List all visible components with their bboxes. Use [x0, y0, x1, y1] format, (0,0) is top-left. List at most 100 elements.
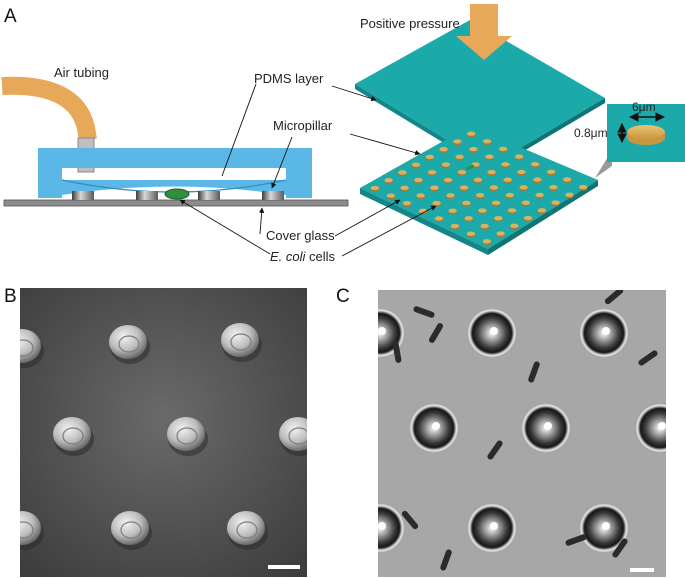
- phase-pillar-center: [490, 522, 498, 530]
- micropillar-3d-top: [489, 185, 499, 190]
- ecoli-cell: [413, 306, 435, 318]
- micropillar-3d-top: [418, 208, 428, 214]
- micropillar-3d-top: [519, 185, 528, 190]
- micropillar-3d-top: [384, 177, 393, 183]
- sem-pillar: [167, 417, 205, 451]
- micropillar-3d-top: [480, 223, 489, 229]
- micropillar-3d-top: [469, 146, 478, 152]
- pdms-pointer-left: [221, 83, 257, 177]
- micropillar-3d-top: [466, 231, 476, 236]
- phase-pillar: [378, 503, 405, 553]
- label-width-dim: 6μm: [632, 100, 656, 114]
- micropillar-3d-top: [501, 162, 510, 167]
- micropillar-3d-top: [496, 231, 505, 236]
- micropillar-3d-top: [443, 177, 453, 183]
- ecoli-pointer-left: [179, 199, 271, 255]
- micropillar-3d-top: [450, 223, 460, 229]
- micropillar-3d-top: [482, 139, 492, 144]
- micropillar-3d-top: [494, 215, 503, 221]
- ecoli-pointer-right: [341, 205, 437, 257]
- micropillar-3d-top: [398, 170, 407, 175]
- micropillars-side: [72, 191, 284, 200]
- micropillar-3d-top: [517, 169, 526, 175]
- micropillar-3d-top: [402, 200, 412, 206]
- micropillar-3d-top: [434, 216, 444, 221]
- panel-label-c: C: [336, 286, 350, 307]
- ecoli-cell: [392, 341, 402, 363]
- micropillar-3d-top: [430, 185, 439, 190]
- ecoli-cell-side: [164, 188, 190, 200]
- label-ecoli: E. coli cells: [270, 249, 336, 264]
- micropillar-3d-top: [459, 185, 469, 190]
- micropillar-3d-top: [446, 193, 455, 198]
- micropillar-3d-top: [425, 154, 435, 160]
- micropillar-pointer-right: [349, 133, 421, 156]
- phase-pillar-center: [432, 422, 440, 430]
- micropillar-3d-top: [462, 200, 471, 206]
- pressure-arrow: [456, 4, 512, 60]
- micropillar-3d-top: [491, 200, 501, 206]
- zoom-connector: [595, 150, 612, 178]
- sem-pillar-rim: [120, 521, 142, 539]
- micropillar-3d-top: [551, 200, 560, 205]
- phase-pillar-center: [658, 422, 666, 430]
- ecoli-cell: [429, 323, 443, 343]
- label-height-dim: 0.8μm: [574, 126, 608, 140]
- phase-pillar-center: [544, 422, 552, 430]
- micropillar-3d-top: [487, 169, 496, 175]
- micropillar-3d-top: [370, 185, 380, 191]
- ecoli-cell: [638, 350, 658, 366]
- sem-pillar-rim: [118, 335, 140, 353]
- micropillar-3d-top: [485, 154, 494, 159]
- panel-label-b: B: [4, 286, 17, 307]
- micropillar-3d-top: [562, 177, 572, 182]
- micropillar-3d-top: [432, 200, 441, 206]
- micropillar-3d-top: [521, 200, 531, 205]
- label-cover-glass: Cover glass: [266, 228, 335, 243]
- sem-pillar: [53, 417, 91, 451]
- sem-pillar: [227, 511, 265, 545]
- cover-glass: [3, 199, 349, 207]
- label-micropillar: Micropillar: [273, 118, 333, 133]
- micropillar-3d-top: [386, 193, 396, 198]
- micropillar-3d-top: [478, 208, 487, 213]
- phase-pillar-center: [602, 522, 610, 530]
- scale-bar-c: [630, 568, 654, 572]
- micropillar-3d-top: [549, 184, 558, 190]
- micropillar-3d-top: [414, 177, 423, 183]
- pdms-pointer-right: [331, 85, 377, 102]
- sem-pillar: [109, 325, 147, 359]
- micropillar-3d-top: [533, 177, 542, 182]
- sem-pillar-rim: [20, 521, 34, 539]
- sem-pillar-rim: [20, 339, 34, 357]
- micropillar-3d-top: [507, 208, 517, 213]
- micropillar-3d-top: [400, 185, 409, 191]
- micropillar-3d-top: [537, 208, 547, 213]
- micropillar-3d-top: [505, 192, 515, 198]
- ecoli-cell: [604, 290, 624, 305]
- label-pdms-layer: PDMS layer: [254, 71, 324, 86]
- micropillar-3d-top: [473, 177, 483, 183]
- ecoli-cell: [528, 361, 540, 383]
- sem-pillar-rim: [230, 333, 252, 351]
- sem-pillar: [20, 511, 41, 545]
- micropillar-3d-top: [535, 192, 544, 198]
- sem-pillar: [111, 511, 149, 545]
- sem-pillar: [279, 417, 307, 451]
- micropillar-3d-top: [455, 154, 464, 160]
- cover-glass-3d: [360, 126, 598, 255]
- micropillar-3d-top: [448, 208, 457, 213]
- micropillar-3d-top: [578, 184, 588, 190]
- phase-pillar-center: [378, 522, 386, 530]
- phase-pillar: [635, 403, 666, 453]
- scale-bar-b: [268, 565, 300, 569]
- label-air-tubing: Air tubing: [54, 65, 109, 80]
- micropillar-3d-top: [411, 162, 421, 167]
- label-positive-pressure: Positive pressure: [360, 16, 460, 31]
- sem-pillar-rim: [236, 521, 258, 539]
- panel-label-a: A: [4, 6, 17, 27]
- ecoli-cell: [487, 440, 503, 460]
- micropillar-3d-top: [498, 146, 508, 152]
- micropillar-3d-top: [416, 193, 425, 198]
